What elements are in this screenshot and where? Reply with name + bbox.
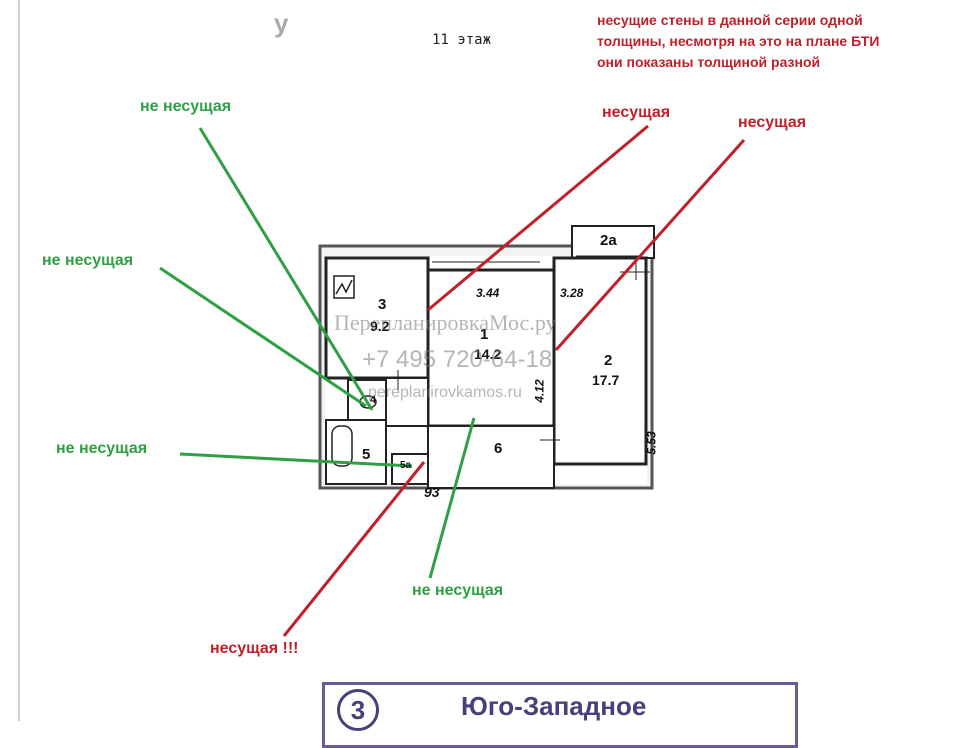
floor-label: 11 этаж: [432, 32, 492, 48]
room-2-number: 2: [604, 352, 613, 369]
room-6-number: 6: [494, 440, 503, 457]
pointer-line: [159, 266, 367, 408]
apartment-number: 93: [424, 484, 440, 500]
label-bearing-2: несущая: [738, 114, 807, 131]
watermark-url: pereplanirovkamos.ru: [368, 384, 522, 401]
room-3-area: 9.2: [370, 318, 390, 334]
pointer-line: [554, 138, 746, 352]
corner-mark: у: [274, 8, 289, 38]
pointer-line: [282, 461, 426, 637]
non-bearing-pointers: [159, 127, 476, 579]
room-1-area: 14.2: [474, 346, 502, 362]
bearing-pointers: [282, 124, 746, 637]
district-stamp: 3 Юго-Западное: [322, 682, 798, 748]
room-3-number: 3: [378, 296, 387, 313]
stamp-number-circle: 3: [337, 689, 379, 731]
pointer-line: [198, 127, 374, 411]
watermark-phone: +7 495 720-64-18: [362, 346, 553, 373]
dimension-room1-depth: 4.12: [532, 379, 547, 403]
pointer-line: [428, 417, 476, 579]
bearing-walls-note: несущие стены в данной серии одной толщи…: [597, 12, 880, 70]
room-5a-number: 5а: [400, 460, 412, 471]
pointer-line: [179, 452, 413, 468]
label-non-bearing-2: не несущая: [42, 252, 134, 269]
label-non-bearing-4: не несущая: [412, 582, 504, 599]
room-2a-number: 2а: [600, 232, 617, 249]
dimension-room2-depth: 5.53: [644, 431, 659, 455]
label-bearing-1: несущая: [602, 104, 671, 121]
dimension-room1-width: 3.44: [476, 286, 500, 300]
label-bearing-3: несущая !!!: [210, 640, 299, 657]
stamp-number: 3: [350, 695, 366, 725]
label-non-bearing-1: не несущая: [140, 98, 232, 115]
page-border: [18, 0, 20, 721]
watermark-title: ПерепланировкаМос.ру: [334, 310, 557, 335]
stamp-text: Юго-Западное: [461, 691, 647, 721]
label-non-bearing-3: не несущая: [56, 440, 148, 457]
plan-walls: [318, 225, 655, 490]
room-2-area: 17.7: [592, 372, 620, 388]
room-4-number: 4: [370, 394, 377, 406]
pointer-line: [427, 124, 649, 312]
room-5-number: 5: [362, 446, 371, 463]
dimension-room2-width: 3.28: [560, 286, 584, 300]
room-1-number: 1: [480, 326, 489, 343]
floor-plan: [159, 124, 746, 637]
